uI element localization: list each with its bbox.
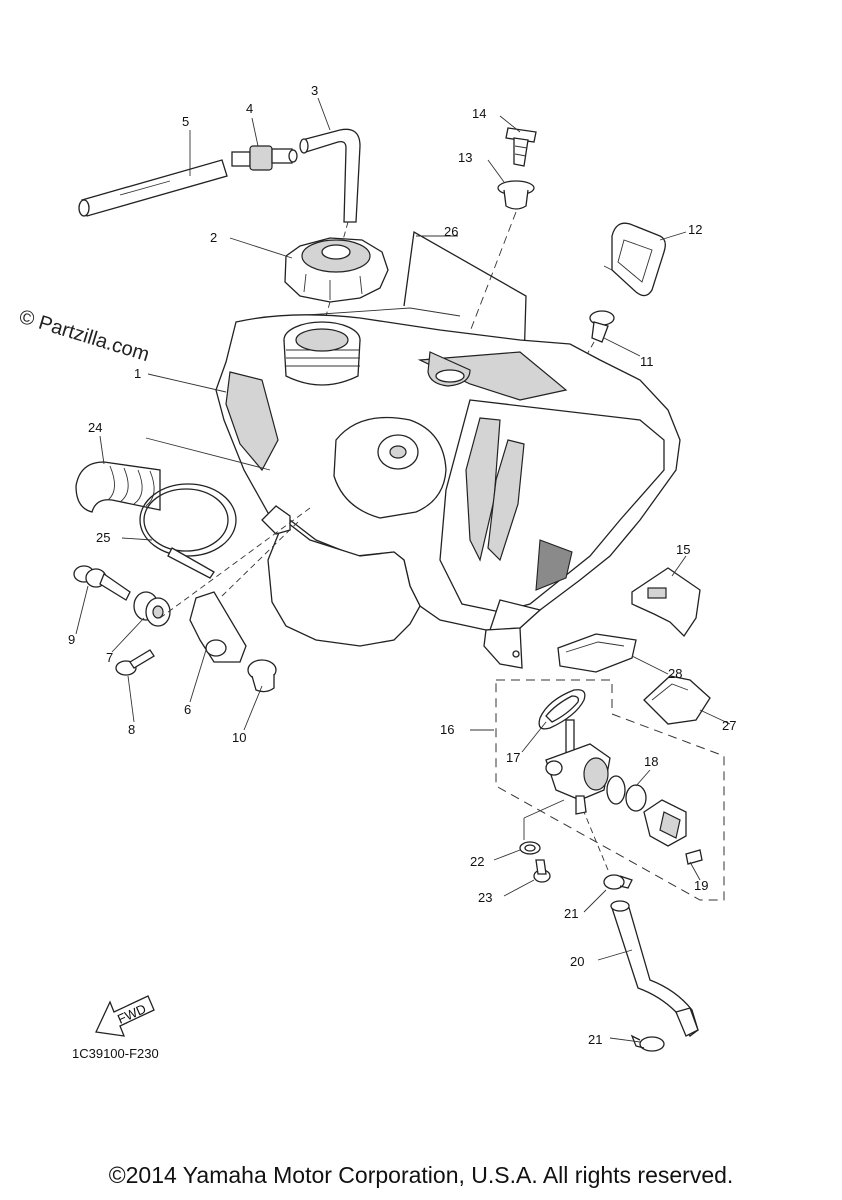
callout-9: 9 (68, 632, 75, 647)
part-12-clip (603, 222, 666, 297)
callout-3: 3 (311, 83, 318, 98)
callout-6: 6 (184, 702, 191, 717)
part-9-bolt (73, 565, 131, 601)
part-8-bolt (115, 649, 155, 676)
callout-18: 18 (644, 754, 658, 769)
part-20-fuel-hose (610, 900, 699, 1037)
part-5-hose (78, 159, 228, 217)
callout-8: 8 (128, 722, 135, 737)
callout-13: 13 (458, 150, 472, 165)
watermark: © Partzilla.com (17, 306, 152, 366)
part-17-gasket (538, 689, 586, 730)
part-22-washer (519, 841, 541, 855)
part-27-pad (643, 675, 711, 725)
callout-24: 24 (88, 420, 102, 435)
part-25-band (139, 483, 237, 579)
callout-26: 26 (444, 224, 458, 239)
callout-2: 2 (210, 230, 217, 245)
part-4-fitting (231, 145, 298, 171)
callout-1: 1 (134, 366, 141, 381)
part-15-bracket (631, 567, 701, 638)
part-18-o-ring (606, 775, 647, 812)
part-7-grommet (133, 591, 171, 627)
callout-25: 25 (96, 530, 110, 545)
callout-4: 4 (246, 101, 253, 116)
callout-27: 27 (722, 718, 736, 733)
callout-11: 11 (640, 354, 654, 369)
callout-labels: 1 2 3 4 5 6 7 8 9 10 11 12 13 14 15 16 1… (68, 83, 736, 1047)
part-16-assembly-outline (495, 679, 725, 901)
callout-22: 22 (470, 854, 484, 869)
part-1-fuel-tank (215, 314, 681, 669)
part-3-breather-pipe (299, 128, 361, 223)
callout-21-lower: 21 (588, 1032, 602, 1047)
part-23-screw (533, 859, 551, 883)
callout-23: 23 (478, 890, 492, 905)
callout-16: 16 (440, 722, 454, 737)
part-6-bracket (189, 591, 247, 663)
diagram-code: 1C39100-F230 (72, 1046, 159, 1061)
part-28-pad (557, 633, 637, 673)
callout-14: 14 (472, 106, 486, 121)
leader-lines (75, 97, 731, 1043)
callout-28: 28 (668, 666, 682, 681)
part-24-damper (75, 461, 161, 513)
part-19-lever (643, 799, 703, 865)
callout-7: 7 (106, 650, 113, 665)
fwd-label: FWD (115, 1001, 148, 1027)
part-21-clamp-upper (603, 874, 633, 890)
part-10-collar (247, 659, 277, 693)
part-2-fuel-cap (284, 237, 389, 303)
callout-17: 17 (506, 750, 520, 765)
fwd-arrow-icon: FWD (95, 995, 155, 1037)
callout-20: 20 (570, 954, 584, 969)
fuel-cock-body (545, 719, 611, 815)
callout-21-upper: 21 (564, 906, 578, 921)
callout-10: 10 (232, 730, 246, 745)
callout-19: 19 (694, 878, 708, 893)
callout-5: 5 (182, 114, 189, 129)
callout-12: 12 (688, 222, 702, 237)
copyright-notice: ©2014 Yamaha Motor Corporation, U.S.A. A… (108, 1162, 734, 1188)
part-11-bolt (589, 310, 615, 343)
part-13-collar (497, 180, 535, 210)
part-14-bolt (505, 127, 537, 167)
part-21-clamp-lower (630, 1034, 665, 1052)
callout-15: 15 (676, 542, 690, 557)
